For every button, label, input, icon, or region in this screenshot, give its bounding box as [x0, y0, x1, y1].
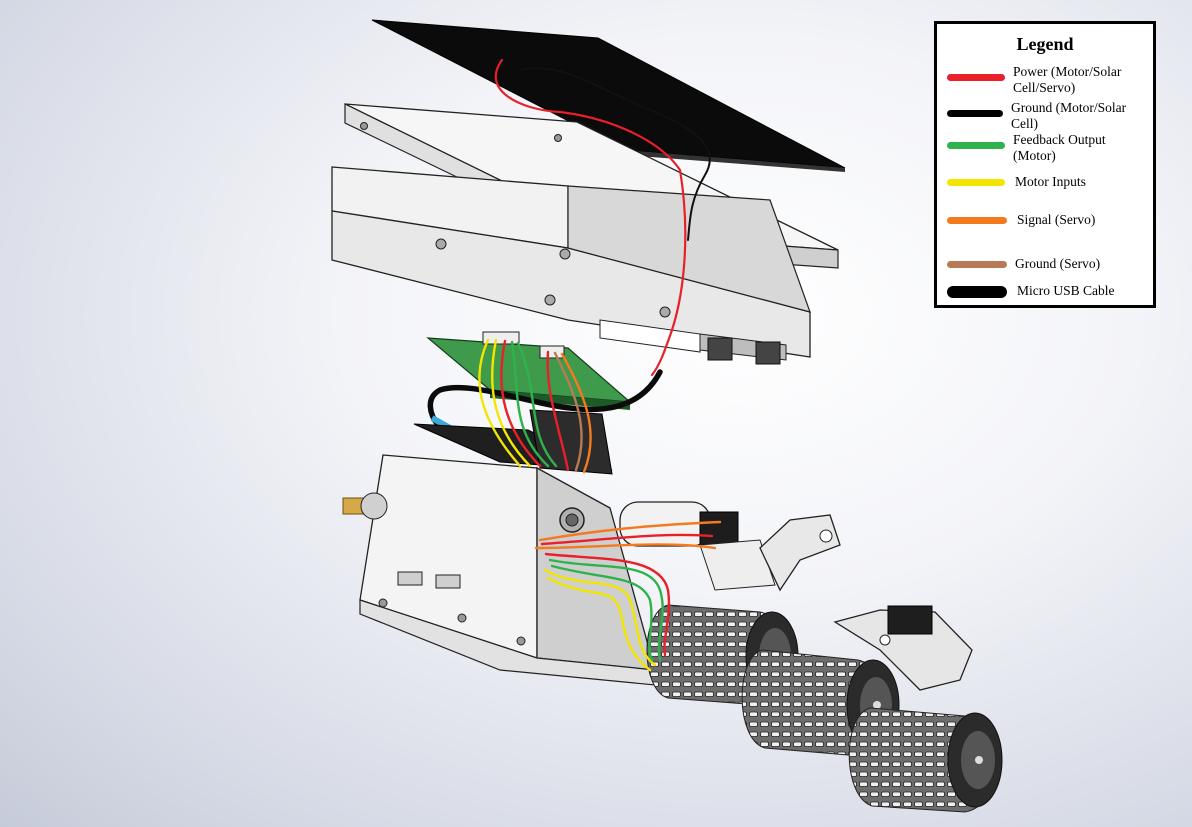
wheel-rear — [848, 707, 1003, 813]
legend-swatch — [947, 74, 1005, 81]
legend-title: Legend — [1016, 34, 1074, 54]
solar-panel — [371, 19, 846, 172]
motor-wires — [534, 520, 722, 672]
wiring-harness — [478, 338, 592, 474]
solar-panel-wires — [494, 58, 711, 377]
micro-usb-cable — [427, 369, 663, 428]
legend-label: Power (Motor/Solar Cell/Servo) — [1013, 64, 1122, 95]
legend-swatch — [947, 142, 1005, 149]
legend-item-feedback: Feedback Output (Motor) — [947, 132, 1147, 166]
legend-item-signal-servo: Signal (Servo) — [947, 212, 1147, 232]
legend-label: Ground (Motor/Solar Cell) — [1011, 100, 1127, 131]
legend-swatch — [947, 261, 1007, 268]
rear-suspension — [833, 605, 973, 691]
legend-label: Ground (Servo) — [1015, 256, 1101, 271]
legend-item-ground-servo: Ground (Servo) — [947, 256, 1147, 276]
legend-item-micro-usb: Micro USB Cable — [947, 283, 1147, 303]
legend-swatch — [947, 110, 1003, 117]
chassis-box — [342, 454, 656, 686]
legend-item-motor-inputs: Motor Inputs — [947, 174, 1147, 194]
legend-label: Signal (Servo) — [1017, 212, 1096, 227]
legend-label: Motor Inputs — [1015, 174, 1086, 189]
legend-label: Micro USB Cable — [1017, 283, 1115, 298]
servo-assembly — [619, 501, 841, 592]
legend-swatch — [947, 179, 1005, 186]
legend-swatch — [947, 286, 1007, 298]
legend-label: Feedback Output (Motor) — [1013, 132, 1106, 163]
motor-driver-board — [426, 331, 632, 410]
legend-item-ground: Ground (Motor/Solar Cell) — [947, 100, 1147, 134]
legend-swatch — [947, 217, 1007, 224]
legend-item-power: Power (Motor/Solar Cell/Servo) — [947, 64, 1147, 98]
legend-box: Legend Power (Motor/Solar Cell/Servo) Gr… — [934, 21, 1156, 308]
battery-housing — [331, 166, 811, 365]
